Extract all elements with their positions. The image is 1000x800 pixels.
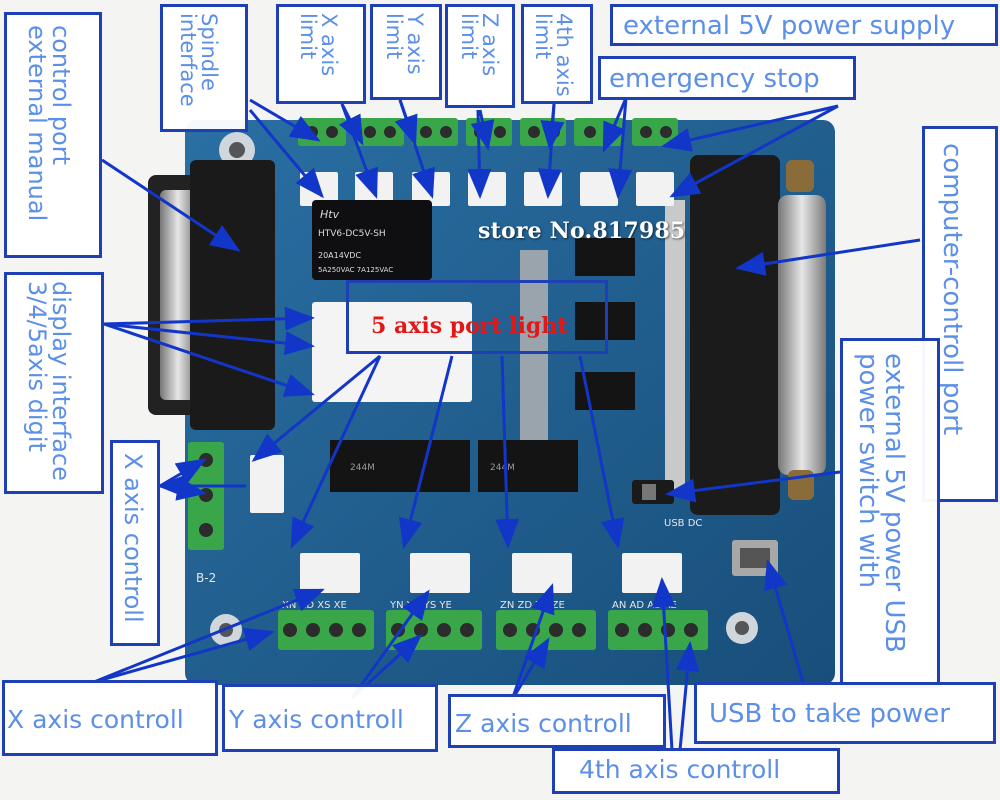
label-usb-take-power: USB to take power [694, 682, 996, 744]
label-x-axis-limit-text: X axis limit [296, 13, 341, 77]
label-y-axis-controll-text: Y axis controll [229, 705, 404, 734]
label-4th-axis-controll-text: 4th axis controll [579, 755, 781, 784]
label-x-axis-limit: X axis limit [276, 4, 366, 104]
label-computer-control-port-text: computer-controll port [937, 143, 967, 436]
chip-text-2: 244M [490, 463, 515, 473]
label-z-axis-controll-text: Z axis controll [455, 709, 632, 738]
label-z-axis-controll: Z axis controll [448, 694, 666, 748]
silk-a-pins: AN AD AS AE [612, 600, 677, 611]
label-x-axis-controll-side: X axis controll [110, 440, 160, 646]
label-5-axis-port-light-text: 5 axis port light [371, 313, 568, 339]
label-control-port-manual-text: control port external manual [23, 25, 75, 222]
relay-rating-text-2: 5A250VAC 7A125VAC [318, 266, 393, 274]
relay-model-text: HTV6-DC5V-SH [318, 229, 386, 239]
label-usb-take-power-text: USB to take power [709, 699, 950, 729]
silk-b2: B-2 [196, 571, 216, 585]
label-external-5v-supply: external 5V power supply [610, 4, 998, 46]
store-watermark: store No.817985 [478, 218, 686, 244]
label-z-axis-limit: Z axis limit [445, 4, 515, 108]
label-z-axis-limit-text: Z axis limit [457, 13, 502, 77]
label-spindle-interface: Spindle interface [160, 4, 248, 132]
relay-rating-text: 20A14VDC [318, 251, 361, 260]
label-external-5v-supply-text: external 5V power supply [623, 11, 956, 41]
label-emergency-stop: emergency stop [598, 56, 856, 100]
label-display-interface: display interface 3/4/5axis digit [4, 272, 104, 494]
label-control-port-manual: control port external manual [4, 12, 102, 258]
relay [312, 200, 432, 280]
label-spindle-interface-text: Spindle interface [176, 13, 221, 107]
label-y-axis-limit-text: Y axis limit [382, 13, 427, 75]
label-display-interface-text: display interface 3/4/5axis digit [23, 281, 75, 481]
label-x-axis-controll: X axis controll [2, 680, 218, 756]
label-y-axis-controll: Y axis controll [222, 684, 438, 752]
chip-text: 244M [350, 463, 375, 473]
label-x-axis-controll-side-text: X axis controll [119, 453, 147, 623]
label-usb-power-switch: external 5V power USB power switch with [840, 338, 940, 688]
label-4th-axis-limit: 4th axis limit [521, 4, 593, 104]
silk-usb-dc: USB DC [664, 518, 702, 529]
label-x-axis-controll-text: X axis controll [7, 705, 184, 734]
label-y-axis-limit: Y axis limit [370, 4, 442, 100]
label-4th-axis-limit-text: 4th axis limit [531, 13, 576, 97]
label-5-axis-port-light: 5 axis port light [346, 280, 608, 354]
label-emergency-stop-text: emergency stop [609, 64, 820, 94]
label-4th-axis-controll: 4th axis controll [552, 748, 840, 794]
relay-brand-text: Htv [320, 208, 340, 221]
label-usb-power-switch-text: external 5V power USB power switch with [853, 353, 909, 653]
